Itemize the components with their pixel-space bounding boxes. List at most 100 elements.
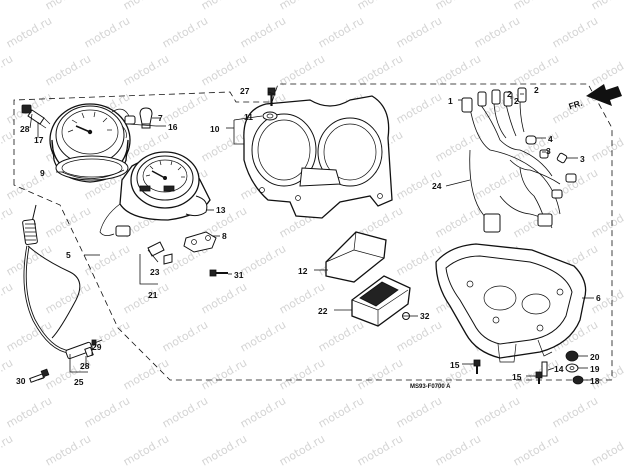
callout-c30: 30 xyxy=(16,376,26,386)
watermark-text: motod.ru xyxy=(238,394,288,430)
bolt-30 xyxy=(29,368,50,383)
speedometer-cable xyxy=(22,204,103,360)
watermark-text: motod.ru xyxy=(355,0,405,13)
collar-14 xyxy=(541,361,548,377)
watermark-text: motod.ru xyxy=(589,204,625,240)
watermark-text: motod.ru xyxy=(199,0,249,13)
watermark-text: motod.ru xyxy=(316,14,366,50)
watermark-text: motod.ru xyxy=(199,128,249,164)
watermark-text: motod.ru xyxy=(4,166,54,202)
assembly-boundary xyxy=(13,83,613,381)
diagram-code: MS93-F0700 A xyxy=(410,384,451,390)
callout-c20: 20 xyxy=(590,352,600,362)
wire-harness xyxy=(461,87,577,233)
watermark-text: motod.ru xyxy=(472,166,522,202)
watermark-text: motod.ru xyxy=(511,432,561,468)
callout-c25: 25 xyxy=(74,377,84,387)
callout-c1: 1 xyxy=(448,96,453,106)
screw-15a xyxy=(473,359,481,374)
callout-c3b: 3 xyxy=(580,154,585,164)
watermark-text: motod.ru xyxy=(355,432,405,468)
leader-lines xyxy=(29,91,594,381)
screw-15b xyxy=(535,371,543,384)
cable-clip xyxy=(84,339,97,358)
watermark-text: motod.ru xyxy=(433,128,483,164)
watermark-text: motod.ru xyxy=(277,0,327,13)
watermark-text: motod.ru xyxy=(160,394,210,430)
speedometer xyxy=(49,103,136,183)
watermark-text: motod.ru xyxy=(199,432,249,468)
watermark-text: motod.ru xyxy=(511,0,561,13)
callout-c15a: 15 xyxy=(450,360,460,370)
watermark-text: motod.ru xyxy=(589,432,625,468)
indicator-unit-22 xyxy=(351,275,411,327)
screw-32 xyxy=(402,312,410,320)
callout-c5: 5 xyxy=(66,250,71,260)
watermark-text: motod.ru xyxy=(433,432,483,468)
watermark-text: motod.ru xyxy=(0,432,15,468)
indicator-unit-12 xyxy=(325,231,387,283)
bolt-27 xyxy=(267,87,276,106)
watermark-text: motod.ru xyxy=(0,204,15,240)
callout-c2c: 2 xyxy=(534,85,539,95)
indicator-cap xyxy=(139,107,153,129)
tachometer xyxy=(99,151,211,237)
callout-c19: 19 xyxy=(590,364,600,374)
callout-c6: 6 xyxy=(596,293,601,303)
watermark-text: motod.ru xyxy=(277,52,327,88)
watermark-text: motod.ru xyxy=(316,394,366,430)
callout-c2b: 2 xyxy=(514,96,519,106)
nut-20 xyxy=(565,350,579,362)
watermark-text: motod.ru xyxy=(238,14,288,50)
watermark-text: motod.ru xyxy=(394,14,444,50)
watermark-text: motod.ru xyxy=(433,0,483,13)
watermark-text: motod.ru xyxy=(550,14,600,50)
callout-c14: 14 xyxy=(554,364,564,374)
watermark-text: motod.ru xyxy=(199,356,249,392)
callout-c32: 32 xyxy=(420,311,430,321)
watermark-text: motod.ru xyxy=(121,0,171,13)
callout-c23: 23 xyxy=(150,267,160,277)
front-arrow-label: FR. xyxy=(567,98,583,112)
callout-c17: 17 xyxy=(34,135,44,145)
grommet-11 xyxy=(262,111,278,121)
callout-c22: 22 xyxy=(318,306,328,316)
callout-c15b: 15 xyxy=(512,372,522,382)
watermark-text: motod.ru xyxy=(43,280,93,316)
watermark-text: motod.ru xyxy=(121,52,171,88)
nut-18 xyxy=(572,375,584,385)
watermark-text: motod.ru xyxy=(316,318,366,354)
watermark-text: motod.ru xyxy=(238,318,288,354)
watermark-text: motod.ru xyxy=(472,14,522,50)
watermark-text: motod.ru xyxy=(43,432,93,468)
meter-case xyxy=(435,243,587,363)
watermark-text: motod.ru xyxy=(394,394,444,430)
bulb-socket xyxy=(21,104,51,129)
watermark-text: motod.ru xyxy=(589,52,625,88)
callout-c28b: 28 xyxy=(80,361,90,371)
watermark-text: motod.ru xyxy=(511,52,561,88)
screw-31 xyxy=(209,269,228,277)
callout-c18: 18 xyxy=(590,376,600,386)
callout-c8: 8 xyxy=(222,231,227,241)
watermark-text: motod.ru xyxy=(0,0,15,13)
callout-c27: 27 xyxy=(240,86,250,96)
watermark-text: motod.ru xyxy=(0,52,15,88)
watermark-text: motod.ru xyxy=(82,242,132,278)
callout-c28a: 28 xyxy=(20,124,30,134)
watermark-text: motod.ru xyxy=(511,204,561,240)
watermark-text: motod.ru xyxy=(472,394,522,430)
callout-c2a: 2 xyxy=(507,89,512,99)
watermark-text: motod.ru xyxy=(0,128,15,164)
callout-c24: 24 xyxy=(432,181,442,191)
watermark-text: motod.ru xyxy=(277,432,327,468)
callout-c9: 9 xyxy=(40,168,45,178)
watermark-text: motod.ru xyxy=(43,52,93,88)
callout-c11: 11 xyxy=(244,112,253,122)
watermark-text: motod.ru xyxy=(82,14,132,50)
watermark-text: motod.ru xyxy=(82,394,132,430)
callout-c7: 7 xyxy=(158,113,163,123)
watermark-text: motod.ru xyxy=(0,356,15,392)
